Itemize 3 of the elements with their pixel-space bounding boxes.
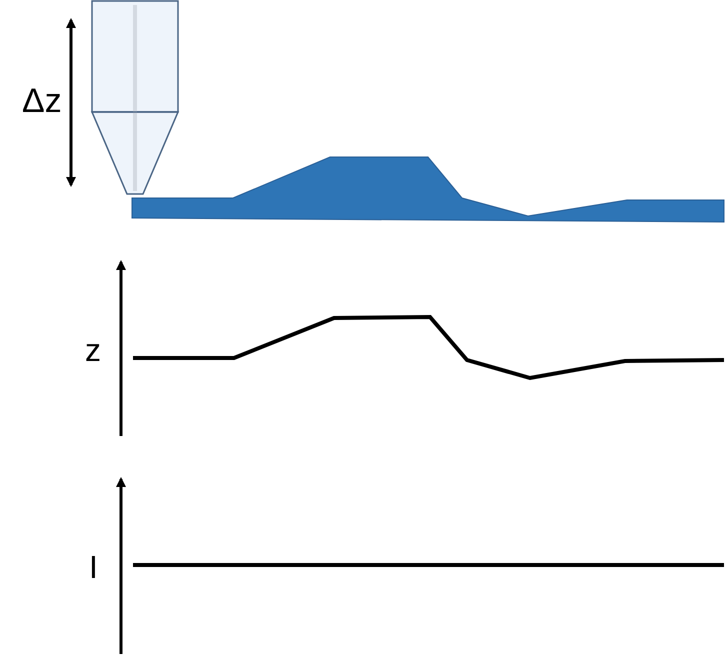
dimension-label: Δz xyxy=(22,84,62,118)
axis-label: z xyxy=(85,334,101,366)
axis-label: I xyxy=(89,551,98,583)
